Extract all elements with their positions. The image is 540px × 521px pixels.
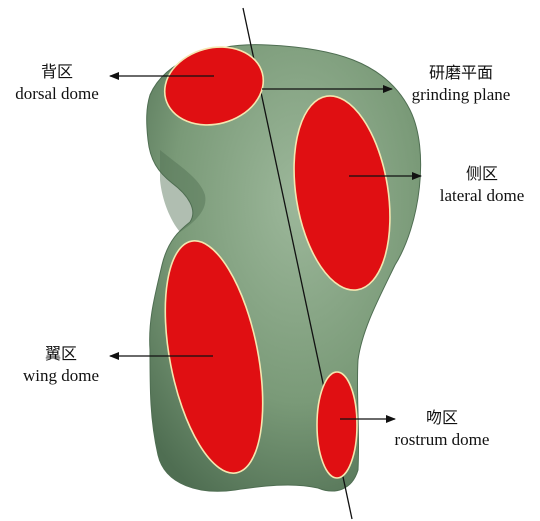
label-grinding-en: grinding plane: [412, 85, 511, 104]
label-wing-zh: 翼区: [12, 343, 110, 365]
label-dorsal-zh: 背区: [4, 61, 110, 83]
label-grinding-plane: 研磨平面 grinding plane: [396, 62, 526, 106]
label-rostrum-en: rostrum dome: [395, 430, 490, 449]
label-wing-en: wing dome: [23, 366, 99, 385]
label-wing-dome: 翼区 wing dome: [12, 343, 110, 387]
label-dorsal-dome: 背区 dorsal dome: [4, 61, 110, 105]
label-lateral-dome: 侧区 lateral dome: [424, 163, 540, 207]
label-rostrum-dome: 吻区 rostrum dome: [380, 407, 504, 451]
rostrum-dome-ellipse: [317, 372, 357, 478]
label-lateral-en: lateral dome: [440, 186, 525, 205]
label-lateral-zh: 侧区: [424, 163, 540, 185]
label-dorsal-en: dorsal dome: [15, 84, 99, 103]
label-rostrum-zh: 吻区: [380, 407, 504, 429]
label-grinding-zh: 研磨平面: [396, 62, 526, 84]
